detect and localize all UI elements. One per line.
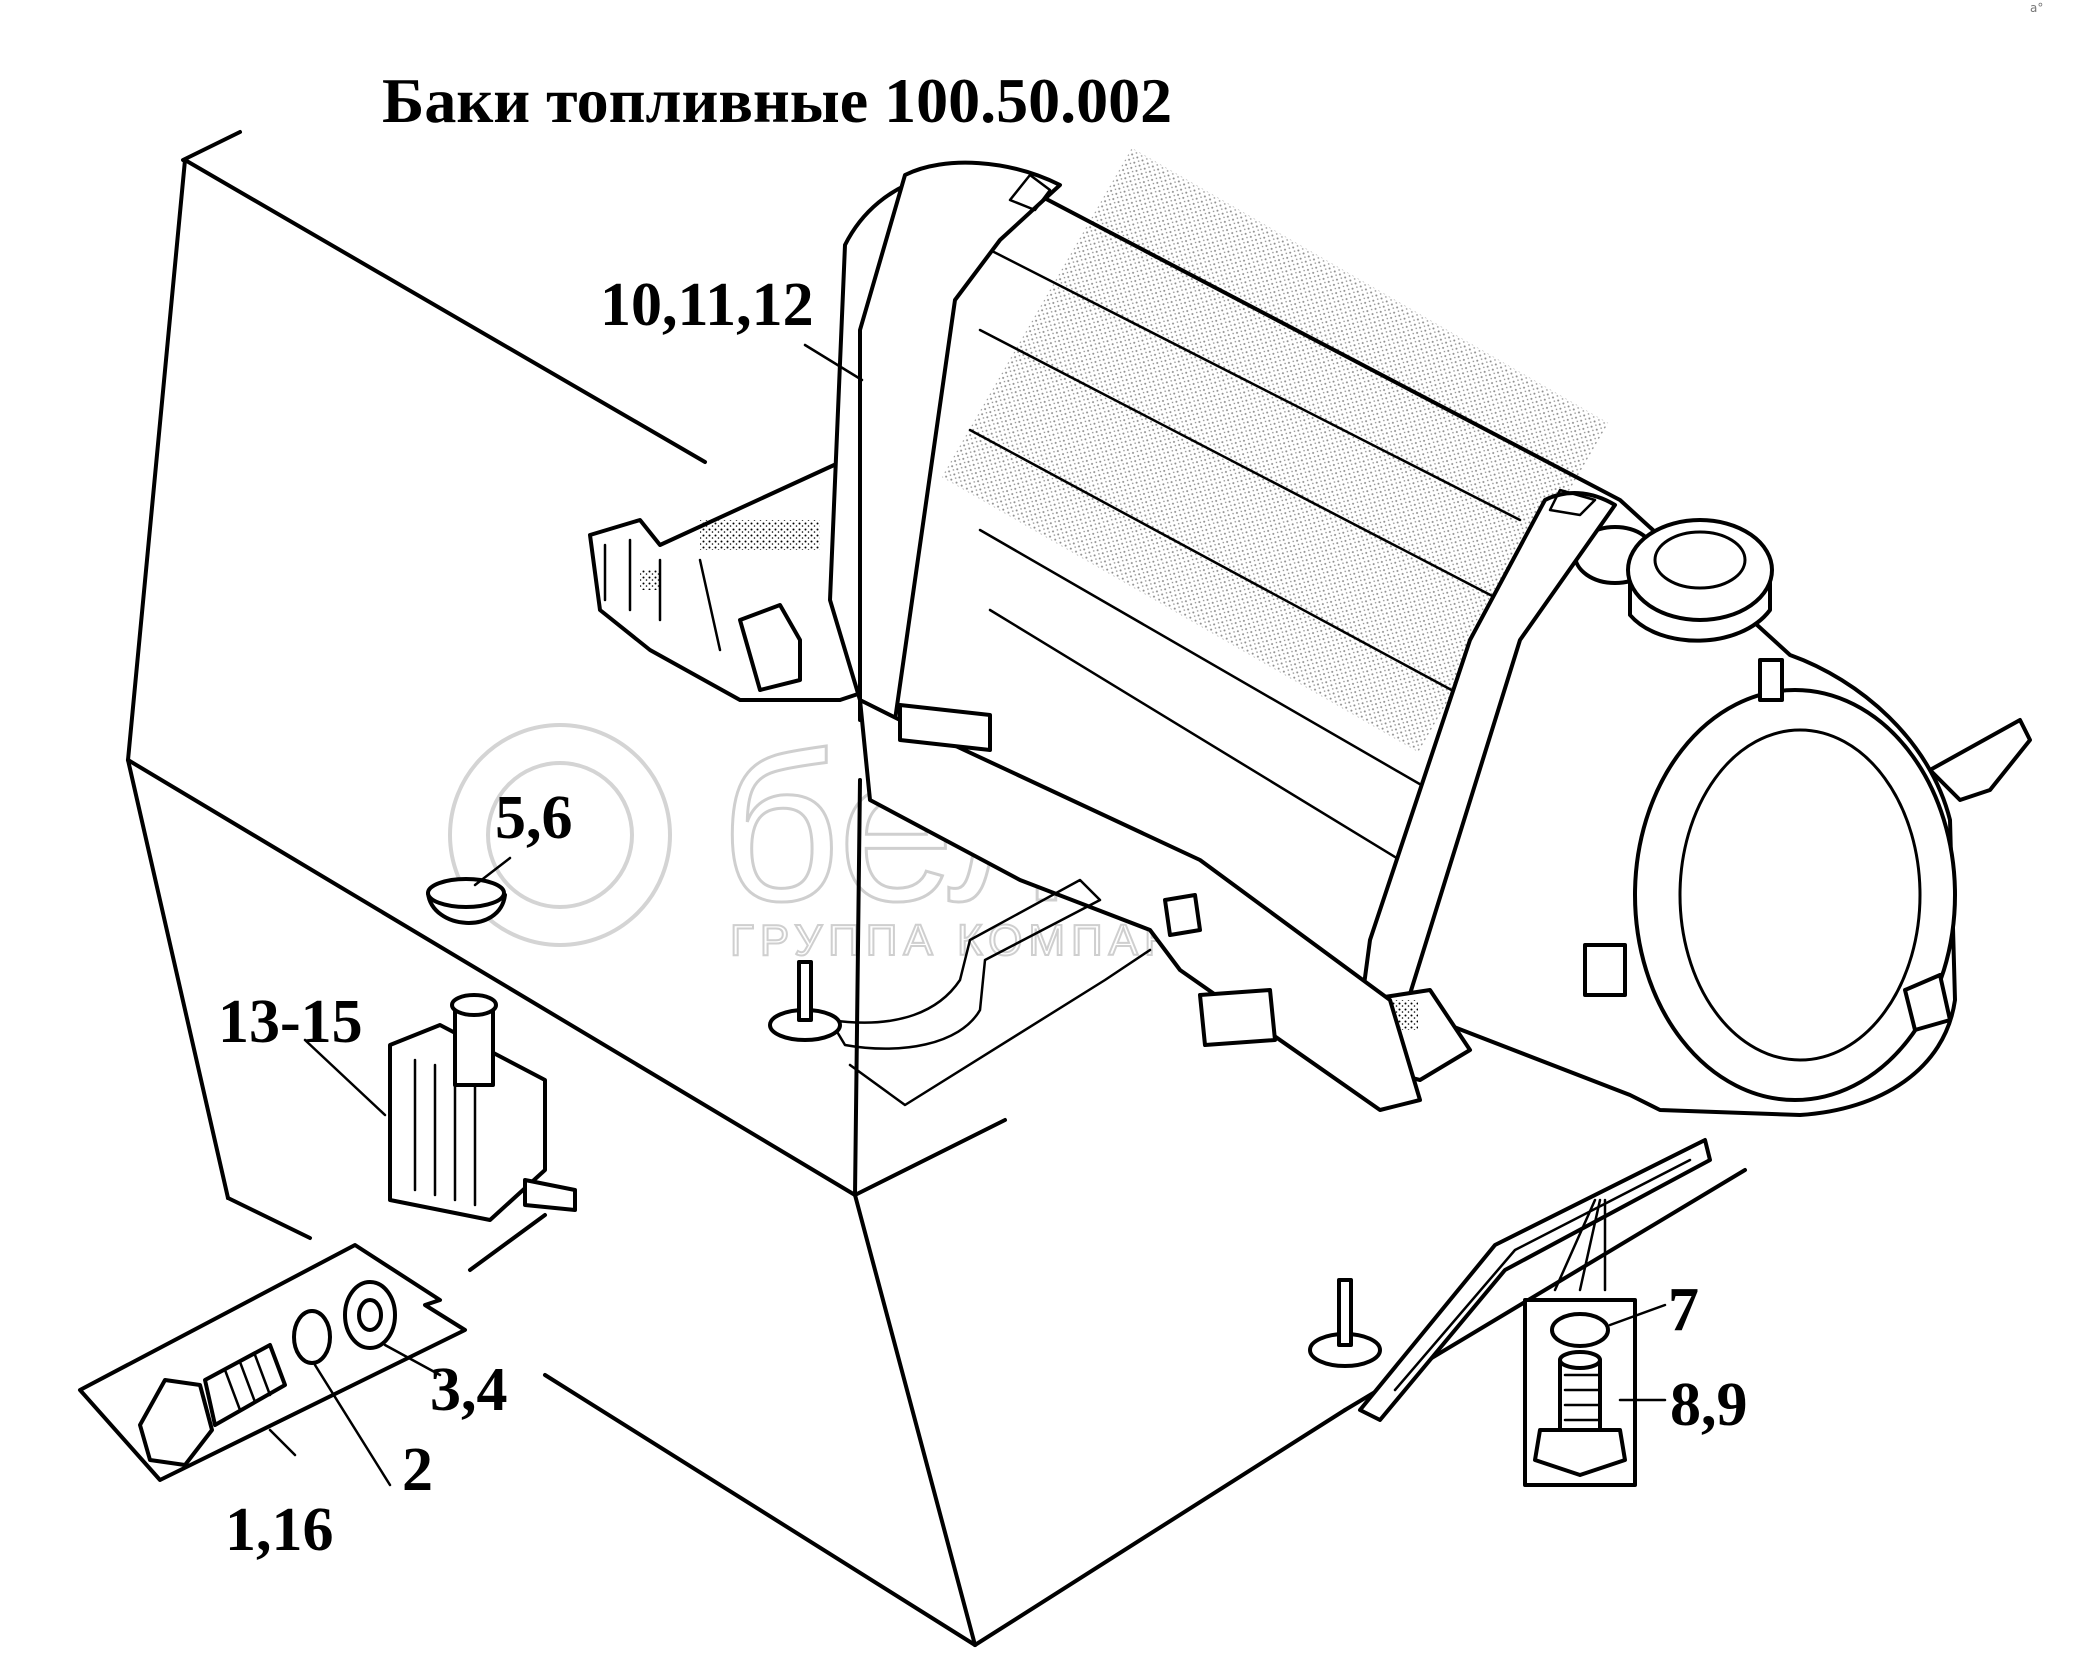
plug-cap-rim — [426, 877, 506, 909]
bracket-rear-plate — [588, 458, 872, 702]
callout-2: 2 — [402, 1436, 433, 1504]
bolt-threads — [223, 1353, 272, 1412]
roof-edge-stub — [181, 130, 242, 162]
chassis-rail-body — [858, 698, 1422, 1112]
fuel-line-pipe — [828, 878, 1102, 1050]
fuel-tank-lower-bracket — [1903, 973, 1952, 1032]
chassis-rail-lower-tab — [1198, 988, 1277, 1047]
watermark-logo-ring — [448, 723, 672, 947]
bolt-head — [138, 1378, 214, 1467]
fuel-line-fitting-stem — [797, 960, 813, 1022]
nut-9 — [1533, 1428, 1627, 1477]
corner-mark: a° — [2030, 1, 2043, 15]
detail-fasteners-right — [1523, 1298, 1667, 1487]
leader-10-11-12 — [803, 343, 864, 382]
chassis-crease — [853, 1118, 1007, 1197]
cab-bottom-edge — [226, 1196, 312, 1240]
fuel-tank-sensor-plate — [1583, 943, 1627, 997]
page-title: Баки топливные 100.50.002 — [382, 65, 1172, 136]
detail-fasteners-left — [78, 1243, 467, 1487]
lower-bracket-right — [1308, 1138, 1712, 1422]
callout-5-6: 5,6 — [495, 784, 573, 852]
filler-cap-inner — [1653, 530, 1747, 590]
chassis-rail-tab — [1163, 893, 1202, 937]
strap-front-clamp — [1008, 173, 1052, 212]
box-tab — [523, 1178, 577, 1212]
box-leader — [303, 1038, 387, 1117]
chassis-rail — [858, 698, 1422, 1112]
box-connector — [468, 1213, 547, 1272]
bracket-rear-hatch — [640, 570, 660, 590]
strap-front — [858, 160, 1062, 722]
right-fitting-stem — [1337, 1278, 1353, 1347]
roof-edge-line — [183, 158, 707, 464]
floor-edge — [973, 1408, 1347, 1647]
strap-rear-clamp — [1548, 488, 1597, 517]
fastener-right-leaders — [1608, 1303, 1667, 1402]
plug-cap-leader — [473, 856, 512, 887]
chassis-rail-clamp — [898, 703, 992, 752]
lower-bracket-leaders — [1553, 1198, 1607, 1292]
cab-lower-crease — [126, 758, 857, 1197]
fuel-tank-shading — [941, 147, 1609, 753]
box-ribs — [413, 1058, 477, 1207]
fuel-tank-side-bracket — [1928, 718, 2032, 802]
callout-7: 7 — [1668, 1276, 1699, 1344]
bracket-rear-shade — [700, 520, 820, 550]
washer-7 — [1550, 1312, 1610, 1348]
callout-13-15: 13-15 — [218, 988, 363, 1056]
vehicle-body-outline — [126, 130, 1747, 1647]
box-body — [388, 1023, 547, 1222]
callout-1-16: 1,16 — [225, 1496, 334, 1564]
callout-labels: 10,11,12 5,6 13-15 3,4 2 1,16 7 8,9 — [218, 271, 1748, 1564]
mounting-bracket-rear — [588, 458, 872, 702]
callout-8-9: 8,9 — [1670, 1371, 1748, 1439]
fuel-tank-texture-lines — [968, 248, 1522, 862]
spring-washer — [292, 1309, 332, 1365]
filler-neck — [1573, 518, 1774, 643]
part-plug-cap — [426, 856, 512, 925]
callout-3-4: 3,4 — [430, 1356, 508, 1424]
bracket-rear-lug — [738, 603, 802, 692]
flat-washer-hole — [357, 1298, 383, 1332]
part-box-13-15 — [303, 993, 577, 1272]
cab-rear-pillar — [853, 778, 862, 1197]
filler-cap — [1626, 518, 1774, 622]
fuel-tank-end-tab — [1758, 658, 1784, 702]
bolt-8-top — [1558, 1350, 1602, 1370]
bracket-rear-ribs — [603, 538, 722, 652]
fuel-line-left — [768, 878, 1152, 1107]
front-lower-edge — [853, 1193, 977, 1647]
fuel-tank-end-rim — [1678, 728, 1922, 1062]
callout-10-11-12: 10,11,12 — [600, 271, 814, 339]
box-cylinder-top — [450, 993, 498, 1017]
bolt-8-threads — [1563, 1373, 1602, 1422]
fastener-leaders — [268, 1343, 442, 1487]
lower-bracket-edge — [1393, 1158, 1692, 1392]
cab-front-edge — [126, 158, 187, 762]
fuel-tank-end-cap — [1633, 688, 1957, 1102]
bolt-shank — [203, 1343, 287, 1427]
cab-lower-front-edge — [126, 758, 230, 1200]
fuel-tank — [828, 147, 2032, 1117]
bolt-8-shank — [1558, 1358, 1602, 1437]
fuel-line-guide — [848, 948, 1152, 1107]
watermark-logo-inner-ring — [486, 761, 634, 909]
bottom-edge-line — [543, 1373, 977, 1647]
